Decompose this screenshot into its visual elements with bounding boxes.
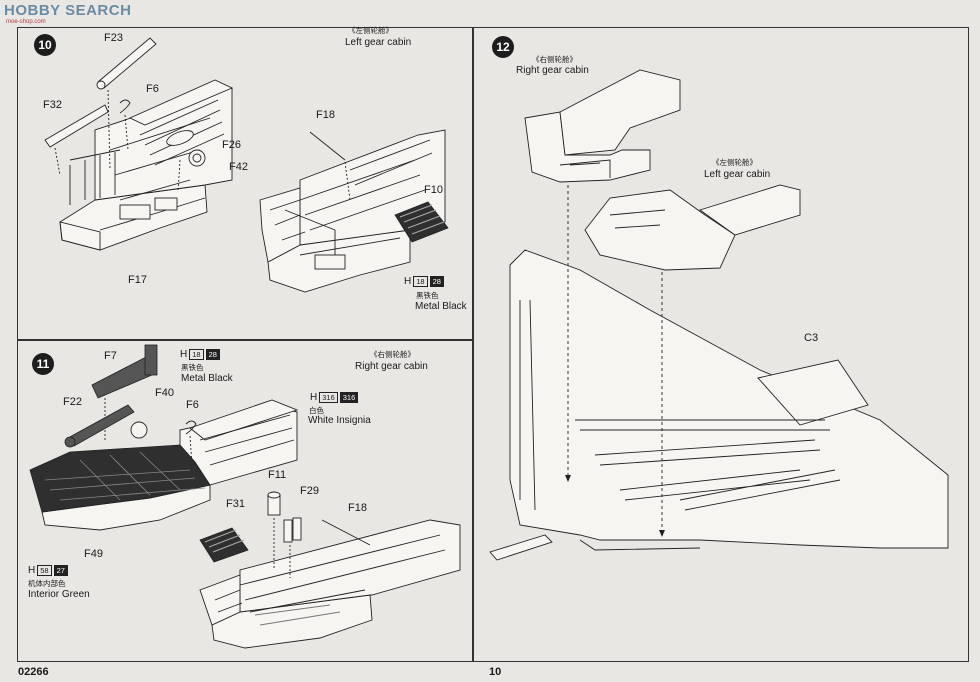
part-f22: F22 [63,396,82,408]
step12-panel [473,27,969,662]
step10-cabin-en: Left gear cabin [345,37,412,48]
paint-code: 18 [189,349,204,361]
paint-num: 28 [429,276,444,288]
step11-white-zh: 白色 [309,406,324,415]
paint-h: H [28,565,36,577]
step11-black-en: Metal Black [181,373,233,384]
paint-code: 18 [413,276,428,288]
step12-wing-assembly [489,69,949,561]
step11-white-en: White Insignia [308,415,371,426]
step10-right-assembly [259,129,449,293]
paint-h: H [404,276,412,288]
watermark-brand: HOBBY SEARCH [4,2,132,19]
step11-cabin-en: Right gear cabin [355,361,428,372]
step12-number: 12 [492,36,514,58]
part-f29: F29 [300,485,319,497]
step10-paint-en: Metal Black [415,301,467,312]
part-f40: F40 [155,387,174,399]
paint-code: 316 [319,392,338,404]
page-number: 10 [489,666,502,678]
step10-cabin-zh: 《左侧轮舱》 [348,26,393,35]
part-f31: F31 [226,498,245,510]
step10-panel [17,27,473,340]
step10-number: 10 [34,34,56,56]
step11-cabin-zh: 《右侧轮舱》 [370,350,415,359]
part-f32: F32 [43,99,62,111]
product-code: 02266 [18,666,49,678]
part-f11: F11 [268,469,287,481]
step11-number: 11 [32,353,54,375]
part-f18-b: F18 [348,502,367,514]
part-f6: F6 [146,83,159,95]
step12-left-cabin-zh: 《左侧轮舱》 [712,158,757,167]
step11-panel [17,340,473,662]
paint-num: 28 [205,349,220,361]
part-c3: C3 [804,332,819,344]
watermark-subtext: moe-shop.com [6,19,46,25]
part-f7: F7 [104,350,117,362]
step10-left-assembly [44,37,234,251]
paint-num: 316 [339,392,359,404]
step10-paint-zh: 黑铁色 [416,291,439,300]
part-f23: F23 [104,32,123,44]
step11-green-en: Interior Green [28,589,90,600]
step12-right-cabin-en: Right gear cabin [516,65,589,76]
part-f17: F17 [128,274,147,286]
part-f18: F18 [316,109,335,121]
step11-black-zh: 黑铁色 [181,363,204,372]
part-f10: F10 [424,184,443,196]
step12-left-cabin-en: Left gear cabin [704,169,771,180]
step12-right-cabin-zh: 《右侧轮舱》 [532,55,577,64]
paint-h: H [310,392,318,404]
step11-right-assembly [199,491,461,649]
paint-code: 58 [37,565,52,577]
step11-green-zh: 机体内部色 [28,579,66,588]
paint-num: 27 [53,565,68,577]
part-f6-b: F6 [186,399,199,411]
step11-left-assembly [29,344,299,531]
part-f26: F26 [222,139,241,151]
paint-h: H [180,349,188,361]
part-f42: F42 [229,161,248,173]
part-f49: F49 [84,548,103,560]
